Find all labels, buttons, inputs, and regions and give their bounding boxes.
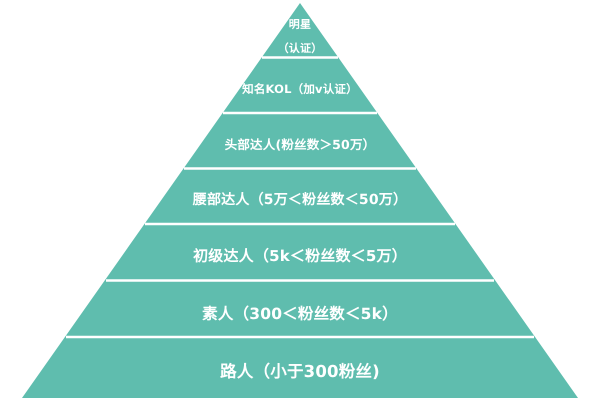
pyramid-body (22, 3, 578, 398)
